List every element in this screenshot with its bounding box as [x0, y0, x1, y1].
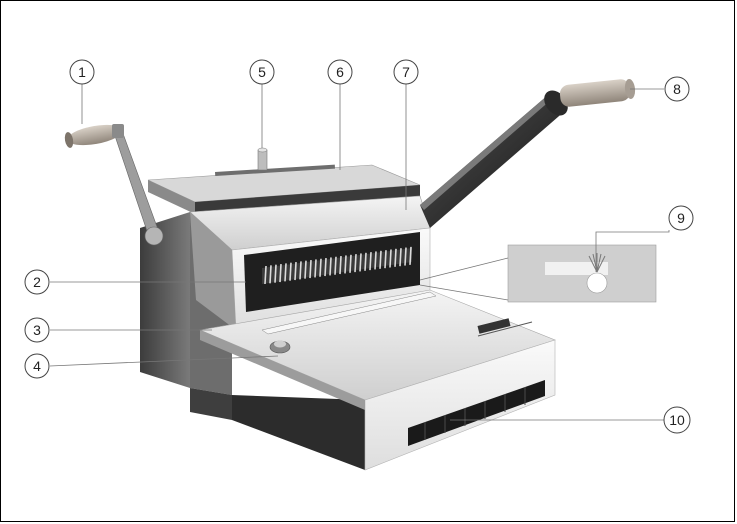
- comb-tooth: [279, 263, 282, 283]
- callout-8-label: 8: [673, 81, 681, 97]
- comb-tooth: [274, 264, 277, 283]
- comb-teeth: [264, 246, 412, 285]
- comb-tooth: [364, 252, 367, 271]
- callout-6-label: 6: [336, 64, 344, 80]
- comb-tooth: [264, 265, 267, 285]
- comb-tooth: [284, 263, 287, 282]
- comb-tooth: [399, 248, 402, 267]
- leader-lines: [49, 84, 670, 421]
- top-housing: [147, 147, 421, 214]
- callout-10-label: 10: [669, 412, 685, 428]
- comb-tooth: [344, 255, 347, 274]
- base-body: [190, 289, 556, 471]
- comb-tooth: [314, 259, 317, 278]
- callout-10: 10: [663, 406, 691, 434]
- callout-5-label: 5: [258, 64, 266, 80]
- callout-7-label: 7: [402, 64, 410, 80]
- detail-inset: [507, 244, 657, 303]
- comb-tooth: [379, 250, 382, 269]
- comb-tooth: [394, 248, 397, 267]
- callout-8: 8: [664, 76, 690, 102]
- comb-tooth: [269, 265, 272, 284]
- comb-tooth: [319, 258, 322, 277]
- comb-tooth: [334, 256, 337, 275]
- callout-1: 1: [69, 59, 95, 85]
- callout-2: 2: [24, 269, 50, 295]
- comb-tooth: [294, 261, 297, 281]
- lever-arm: [420, 79, 636, 228]
- callout-6: 6: [327, 59, 353, 85]
- callout-4: 4: [24, 353, 50, 379]
- callout-9-label: 9: [677, 210, 685, 226]
- comb-tooth: [409, 246, 412, 265]
- comb-tooth: [354, 254, 357, 273]
- comb-tooth: [389, 249, 392, 268]
- comb-tooth: [369, 252, 372, 271]
- comb-tooth: [384, 250, 387, 269]
- callout-2-label: 2: [33, 274, 41, 290]
- callout-7: 7: [393, 59, 419, 85]
- comb-tooth: [359, 253, 362, 272]
- comb-tooth: [404, 247, 407, 266]
- callout-1-label: 1: [78, 64, 86, 80]
- callout-5: 5: [249, 59, 275, 85]
- comb-tooth: [299, 261, 302, 280]
- callout-9: 9: [668, 205, 694, 231]
- callout-4-label: 4: [33, 358, 41, 374]
- comb-tooth: [304, 260, 307, 279]
- comb-tooth: [374, 251, 377, 270]
- comb-tooth: [339, 256, 342, 275]
- crank-handle: [64, 124, 164, 246]
- comb-tooth: [329, 257, 332, 276]
- comb-tooth: [324, 258, 327, 277]
- callout-3: 3: [24, 317, 50, 343]
- comb-tooth: [349, 254, 352, 273]
- comb-tooth: [289, 262, 292, 281]
- comb-tooth: [309, 260, 312, 279]
- callout-3-label: 3: [33, 322, 41, 338]
